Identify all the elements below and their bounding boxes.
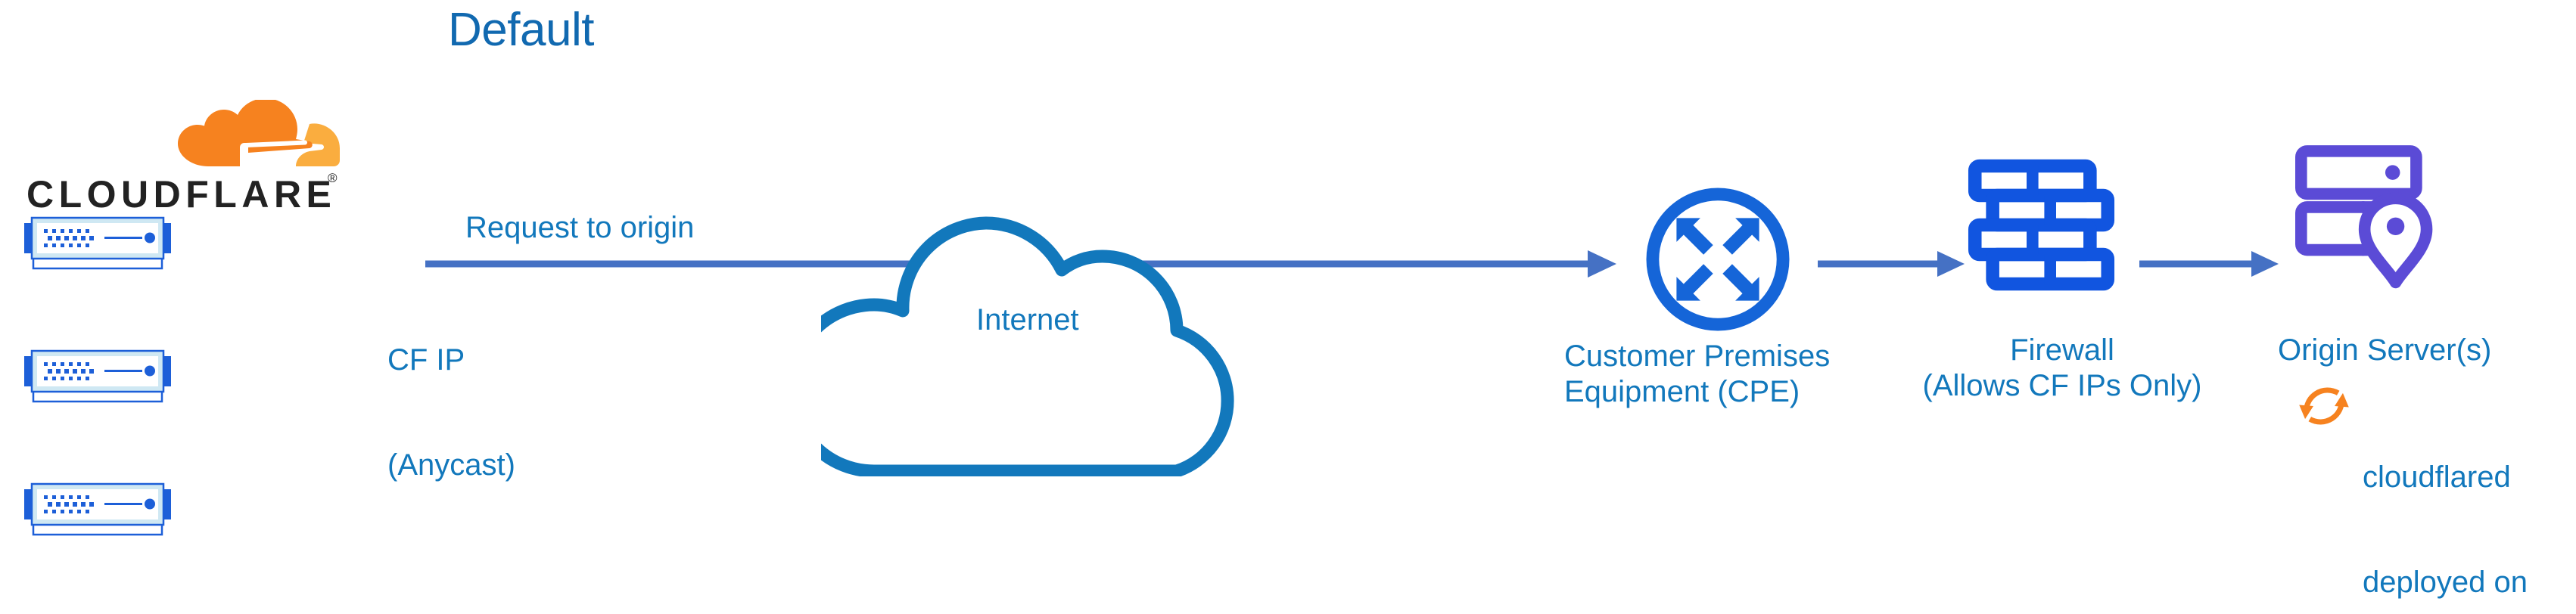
flow-label-cf-ip: CF IP (Anycast) bbox=[387, 272, 515, 553]
cloud-icon bbox=[784, 216, 1234, 478]
cf-ip-line-1: CF IP bbox=[387, 343, 465, 377]
server-location-pin-icon bbox=[2295, 145, 2433, 289]
server-rack-icon bbox=[14, 347, 182, 404]
firewall-label-line-1: Firewall bbox=[2010, 333, 2114, 367]
cpe-router-node bbox=[1638, 180, 1797, 339]
cloudflare-wordmark: CLOUDFLARE bbox=[26, 173, 337, 216]
internet-cloud-node bbox=[784, 110, 1290, 478]
flow-label-request-to-origin: Request to origin bbox=[465, 211, 695, 244]
cpe-label-line-2: Equipment (CPE) bbox=[1564, 375, 1800, 408]
cloudflare-cloud-icon bbox=[178, 100, 340, 166]
server-rack-icon bbox=[14, 214, 182, 271]
cloudflared-label: cloudflared deployed on servers bbox=[2363, 389, 2528, 614]
origin-server-label: Origin Server(s) bbox=[2278, 333, 2492, 367]
cpe-label-line-1: Customer Premises bbox=[1564, 340, 1831, 373]
internet-label: Internet bbox=[976, 303, 1079, 336]
firewall-label-line-2: (Allows CF IPs Only) bbox=[1922, 369, 2202, 402]
cloudflared-node bbox=[2294, 377, 2354, 436]
server-rack-icon bbox=[14, 480, 182, 537]
registered-trademark-symbol: ® bbox=[328, 171, 338, 185]
flow-arrow-firewall-to-origin bbox=[2138, 246, 2289, 282]
firewall-node bbox=[1968, 151, 2115, 299]
refresh-cycle-icon bbox=[2299, 387, 2349, 425]
cloudflared-label-line-1: cloudflared bbox=[2363, 460, 2511, 494]
cpe-label: Customer Premises Equipment (CPE) bbox=[1564, 339, 1831, 479]
firewall-label: Firewall (Allows CF IPs Only) bbox=[1903, 333, 2221, 473]
router-icon bbox=[1646, 188, 1790, 331]
cloudflared-label-line-2: deployed on bbox=[2363, 565, 2528, 599]
flow-arrow-cpe-to-firewall bbox=[1816, 246, 1968, 282]
brick-wall-icon bbox=[1968, 159, 2115, 291]
cloudflare-logo: CLOUDFLARE ® bbox=[26, 100, 344, 216]
origin-server-node bbox=[2295, 144, 2443, 299]
page-title: Default bbox=[448, 4, 594, 56]
cf-ip-line-2: (Anycast) bbox=[387, 448, 515, 482]
